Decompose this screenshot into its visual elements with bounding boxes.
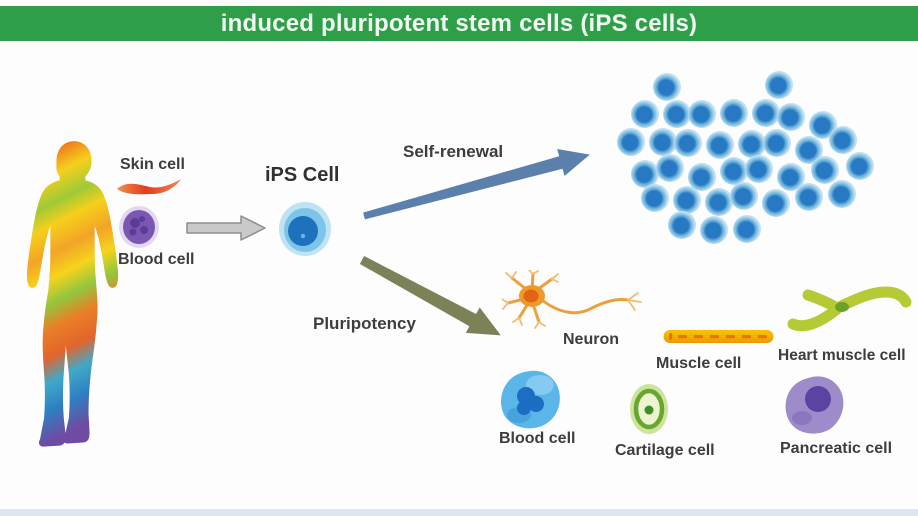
pluripotency-label: Pluripotency <box>313 314 416 333</box>
colony-cell <box>720 99 748 127</box>
colony-cell <box>795 183 823 211</box>
self-renewal-label: Self-renewal <box>403 142 504 161</box>
neuron-label: Neuron <box>563 331 619 348</box>
muscle-cell-label: Muscle cell <box>656 355 742 372</box>
colony-cell <box>730 182 758 210</box>
colony-cell <box>674 129 702 157</box>
colony-cell <box>752 99 780 127</box>
colony-cell <box>649 128 677 156</box>
colony-cell <box>688 100 716 128</box>
cartilage-cell-label: Cartilage cell <box>615 442 715 459</box>
colony-cell <box>617 128 645 156</box>
colony-cell <box>641 184 669 212</box>
page-title: induced pluripotent stem cells (iPS cell… <box>220 9 698 37</box>
colony-cell <box>846 152 874 180</box>
ips-colony <box>612 66 914 262</box>
skin-cell-illustration <box>117 179 181 195</box>
reprogramming-arrow-icon <box>186 215 266 241</box>
cartilage-cell-illustration <box>630 384 668 434</box>
bottom-strip <box>0 509 918 516</box>
blood-cell-source-label: Blood cell <box>118 251 195 268</box>
colony-cell <box>733 215 761 243</box>
colony-cell <box>777 103 805 131</box>
colony-cell <box>763 129 791 157</box>
pluripotency-arrow-icon <box>359 256 501 336</box>
muscle-cell-illustration <box>663 330 774 343</box>
pancreatic-cell-label: Pancreatic cell <box>780 440 893 457</box>
blood-cell-differentiated-label: Blood cell <box>499 430 576 447</box>
colony-cell <box>828 180 856 208</box>
heart-muscle-cell-label: Heart muscle cell <box>778 347 906 364</box>
colony-cell <box>762 189 790 217</box>
colony-cell <box>829 126 857 154</box>
pancreatic-cell-illustration <box>785 376 844 434</box>
colony-cell <box>720 157 748 185</box>
blood-cell-differentiated-illustration <box>501 370 560 429</box>
colony-cell <box>706 131 734 159</box>
colony-cell <box>656 154 684 182</box>
colony-cell <box>663 100 691 128</box>
colony-cell <box>673 186 701 214</box>
colony-cell <box>745 155 773 183</box>
heart-muscle-cell-illustration <box>787 286 912 332</box>
human-figure <box>26 141 119 447</box>
colony-cell <box>631 100 659 128</box>
neuron-illustration <box>502 270 642 329</box>
colony-cell <box>811 156 839 184</box>
ips-cell-label: iPS Cell <box>265 164 340 186</box>
colony-cell <box>668 211 696 239</box>
colony-cell <box>705 188 733 216</box>
colony-cell <box>653 73 681 101</box>
title-bar: induced pluripotent stem cells (iPS cell… <box>0 6 918 41</box>
ips-cell-illustration <box>279 202 331 256</box>
blood-cell-source-illustration <box>119 206 159 248</box>
self-renewal-arrow-icon <box>363 149 590 220</box>
colony-cell <box>765 71 793 99</box>
colony-cell <box>700 216 728 244</box>
skin-cell-label: Skin cell <box>120 156 185 173</box>
colony-cell <box>631 160 659 188</box>
colony-cell <box>738 130 766 158</box>
